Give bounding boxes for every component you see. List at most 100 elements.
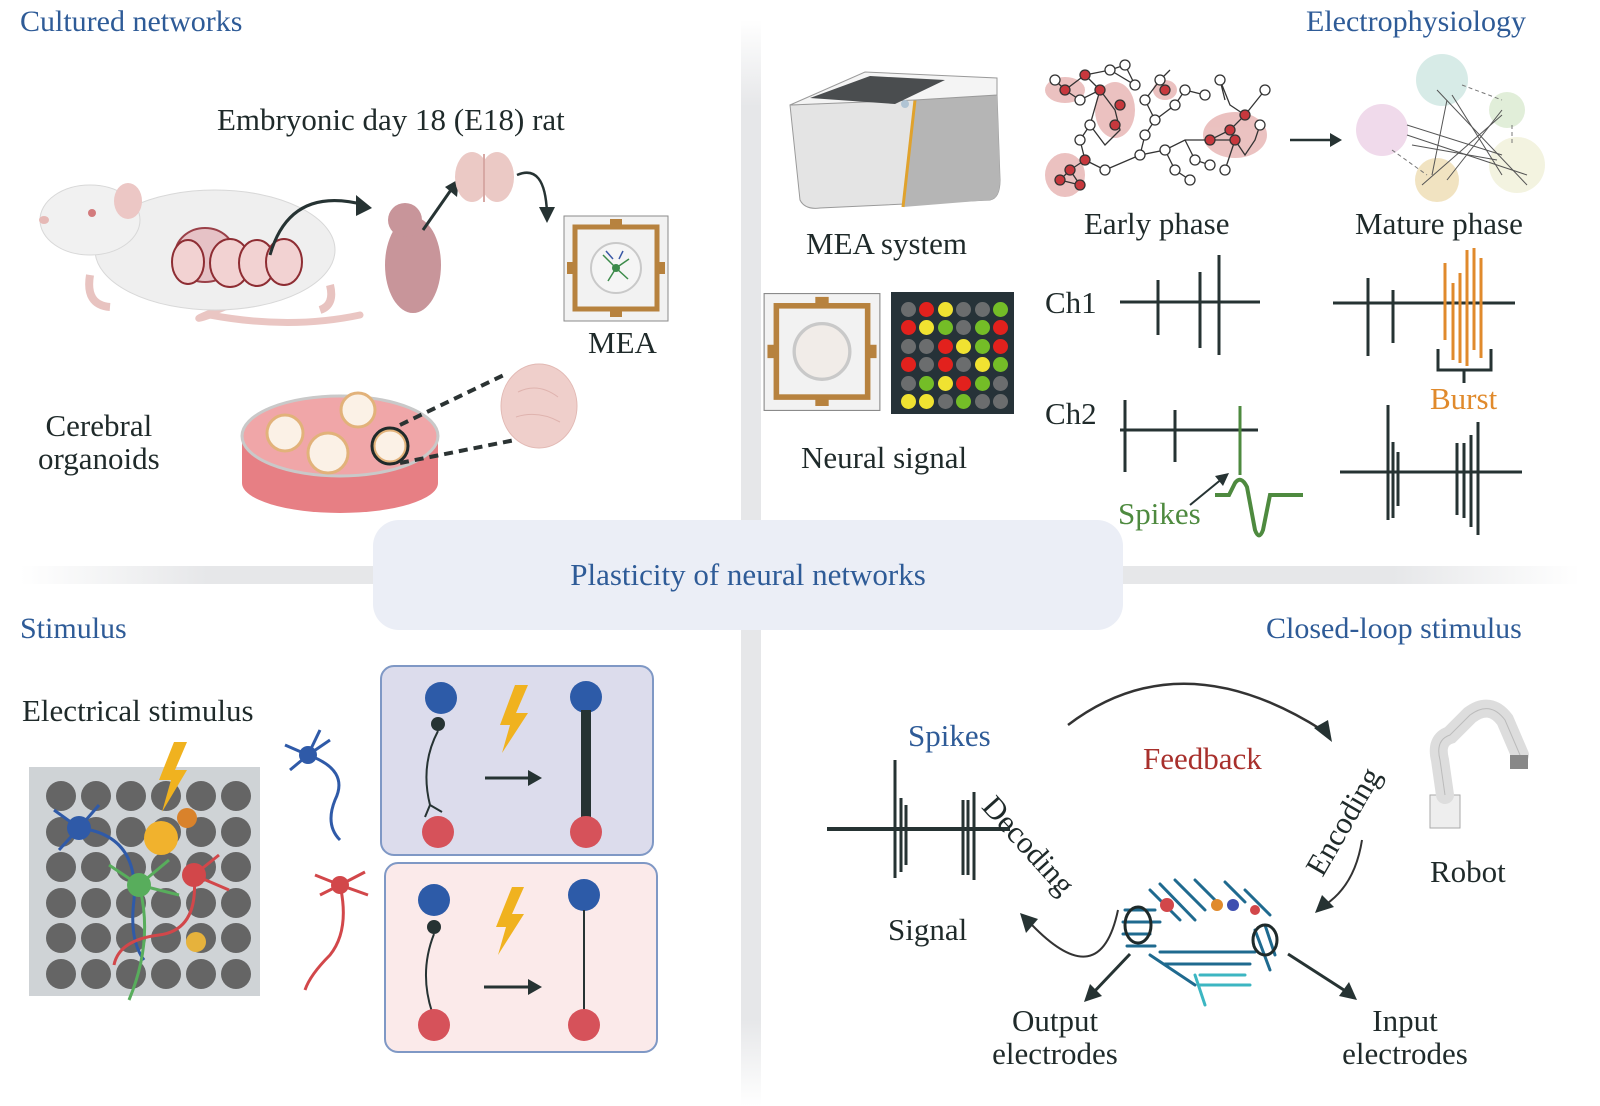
organoids-label-line2: organoids xyxy=(38,440,160,476)
electrode-dot xyxy=(46,852,76,882)
rat-nose xyxy=(39,216,49,224)
electrode-dot xyxy=(221,958,251,989)
mea-label: MEA xyxy=(588,325,657,360)
input-electrodes-arrow xyxy=(1287,952,1357,1000)
signal-dot xyxy=(937,375,953,391)
mature-phase-label: Mature phase xyxy=(1355,206,1523,241)
electrode-dot xyxy=(81,887,111,918)
signal-dot xyxy=(956,357,971,372)
mea-chip-icon xyxy=(563,215,669,322)
feedback-label: Feedback xyxy=(1143,741,1262,776)
signal-dot xyxy=(937,394,953,409)
burst-label: Burst xyxy=(1430,381,1498,416)
electrode-dot xyxy=(81,781,111,811)
pre-neuron-node xyxy=(425,682,457,714)
signal-dot xyxy=(993,338,1008,354)
electrical-stimulus-label: Electrical stimulus xyxy=(22,693,254,728)
signal-dot xyxy=(993,357,1008,372)
signal-dot xyxy=(956,375,971,391)
organoid-blobs xyxy=(265,391,408,475)
signal-label: Signal xyxy=(888,912,968,947)
signal-dot xyxy=(900,357,916,372)
signal-dot xyxy=(993,394,1008,409)
electrode-dot xyxy=(186,958,216,989)
electrode-dot xyxy=(151,958,181,989)
organoids-label-line1: Cerebral xyxy=(45,408,153,443)
rat-illustration xyxy=(39,183,364,326)
signal-dot xyxy=(956,320,971,335)
organoids-label: Cerebral organoids xyxy=(38,408,160,476)
section-title-cultured: Cultured networks xyxy=(20,5,243,38)
electrode-dot xyxy=(81,852,111,882)
zoom-dashed-lines xyxy=(399,371,516,465)
lightning-icon xyxy=(159,742,187,812)
electrode-dot xyxy=(221,852,251,882)
spikes-label: Spikes xyxy=(1118,496,1201,531)
input-electrodes-label: Input electrodes xyxy=(1335,1003,1475,1070)
signal-dot xyxy=(900,301,916,317)
electrode-dot xyxy=(221,781,251,811)
post-neuron-node xyxy=(422,816,454,848)
closed-loop-spikes-label: Spikes xyxy=(908,718,991,753)
red-neuron-standalone xyxy=(303,870,369,991)
robot-arm-icon xyxy=(1429,699,1529,829)
depression-diagram xyxy=(418,879,600,1041)
feedback-arc-arrow xyxy=(1067,682,1332,742)
early-phase-network xyxy=(1045,59,1271,197)
signal-dot xyxy=(937,320,953,335)
output-electrode-ring xyxy=(1123,905,1153,945)
section-title-closed-loop: Closed-loop stimulus xyxy=(1266,612,1522,645)
early-ch2-spike-train xyxy=(1120,400,1258,475)
mature-ch1-spike-train xyxy=(1333,248,1515,383)
electrode-dot xyxy=(81,958,111,989)
output-electrodes-label-line2: electrodes xyxy=(992,1035,1118,1071)
blue-neuron xyxy=(53,804,146,961)
signal-dot xyxy=(919,301,934,317)
arrow-brain-to-mea xyxy=(516,171,555,223)
mea-chip-icon-large xyxy=(763,293,881,411)
electrode-dot xyxy=(46,781,76,811)
signal-dot xyxy=(956,338,971,354)
petri-dish-illustration xyxy=(240,391,440,513)
signal-dot xyxy=(919,338,934,354)
blue-neuron-standalone xyxy=(284,729,342,842)
signal-dot xyxy=(956,301,971,317)
mea-system-label: MEA system xyxy=(806,226,968,261)
section-title-electrophysiology: Electrophysiology xyxy=(1306,5,1526,38)
rat-pup-illustration xyxy=(385,203,441,313)
encoding-arrow xyxy=(1315,839,1363,913)
signal-dot xyxy=(993,320,1008,335)
lightning-icon xyxy=(500,685,528,753)
lightning-icon xyxy=(496,887,524,955)
mea-system-device xyxy=(789,71,1001,209)
input-electrode-ring xyxy=(1251,923,1279,957)
signal-dot xyxy=(900,338,916,354)
orange-neuron xyxy=(177,808,197,828)
rat-legs xyxy=(85,274,336,314)
potentiation-diagram xyxy=(422,681,602,848)
output-electrodes-label-line1: Output xyxy=(1011,1003,1099,1038)
signal-dot xyxy=(974,338,990,354)
channel-2-label: Ch2 xyxy=(1045,396,1097,431)
electrode-dot xyxy=(46,887,76,918)
signal-dot xyxy=(974,301,990,317)
center-title: Plasticity of neural networks xyxy=(570,557,926,592)
array-neurons xyxy=(53,742,230,1001)
organoid-closeup xyxy=(500,363,578,449)
arrow-pup-to-brain xyxy=(421,179,459,231)
mature-phase-network xyxy=(1356,54,1545,202)
rat-label: Embryonic day 18 (E18) rat xyxy=(217,102,565,137)
early-phase-label: Early phase xyxy=(1084,206,1230,241)
channel-1-label: Ch1 xyxy=(1045,285,1097,320)
electrode-dot xyxy=(221,923,251,953)
arrow-icon xyxy=(528,979,542,995)
signal-dot xyxy=(937,338,953,354)
electrode-dot xyxy=(116,781,146,811)
signal-dot xyxy=(937,357,953,372)
center-banner: Plasticity of neural networks xyxy=(373,520,1123,630)
electrode-dot xyxy=(221,816,251,847)
signal-dot xyxy=(956,394,971,409)
input-electrodes-label-line1: Input xyxy=(1372,1003,1438,1038)
arrow-icon xyxy=(528,770,542,786)
brain-circuit-icon xyxy=(1121,878,1279,1007)
